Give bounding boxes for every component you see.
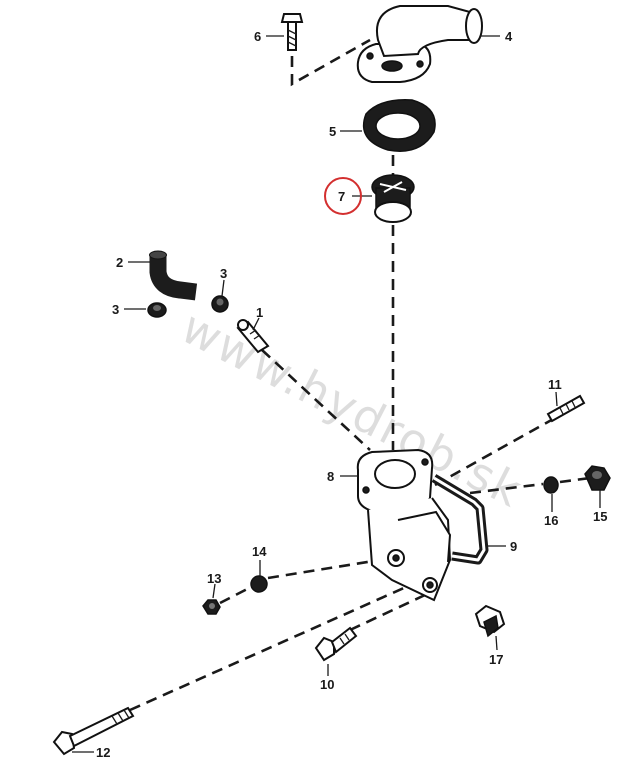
part-3-clamp-left bbox=[147, 302, 167, 318]
callout-9: 9 bbox=[510, 539, 517, 554]
part-2-hose bbox=[149, 250, 198, 301]
part-7-thermostat bbox=[371, 174, 415, 223]
assembly-lines bbox=[129, 38, 591, 712]
highlight-circle bbox=[324, 177, 362, 215]
watermark: www.hydrob.sk bbox=[173, 300, 532, 519]
part-15-plug bbox=[584, 465, 611, 491]
callout-15: 15 bbox=[593, 509, 607, 524]
part-8-main-housing bbox=[356, 448, 452, 602]
callout-6: 6 bbox=[254, 29, 261, 44]
part-1-fitting bbox=[236, 319, 270, 354]
callout-1: 1 bbox=[256, 305, 263, 320]
callout-labels: 1 2 3 3 4 5 6 7 8 9 10 11 12 13 14 15 16… bbox=[96, 29, 607, 760]
part-5-gasket bbox=[362, 99, 436, 152]
callout-3a: 3 bbox=[220, 266, 227, 281]
part-12-long-bolt bbox=[52, 706, 135, 756]
part-17-fitting bbox=[474, 604, 506, 638]
callout-7: 7 bbox=[338, 189, 345, 204]
callout-3b: 3 bbox=[112, 302, 119, 317]
part-14-washer bbox=[250, 575, 268, 593]
part-9-bypass-tube bbox=[431, 474, 489, 565]
part-11-stud bbox=[546, 394, 586, 423]
callout-2: 2 bbox=[116, 255, 123, 270]
callout-14: 14 bbox=[252, 544, 267, 559]
part-16-o-ring bbox=[543, 476, 559, 494]
part-3-clamp-right bbox=[211, 295, 229, 313]
callout-13: 13 bbox=[207, 571, 221, 586]
part-13-nut bbox=[202, 599, 221, 615]
callout-11: 11 bbox=[548, 377, 562, 392]
callout-17: 17 bbox=[489, 652, 503, 667]
callout-10: 10 bbox=[320, 677, 334, 692]
part-4-elbow-housing bbox=[356, 5, 483, 83]
callout-4: 4 bbox=[505, 29, 513, 44]
callout-8: 8 bbox=[327, 469, 334, 484]
part-10-bolt bbox=[314, 626, 358, 662]
callout-5: 5 bbox=[329, 124, 336, 139]
callout-16: 16 bbox=[544, 513, 558, 528]
part-6-bolt bbox=[280, 13, 304, 51]
callout-12: 12 bbox=[96, 745, 110, 760]
